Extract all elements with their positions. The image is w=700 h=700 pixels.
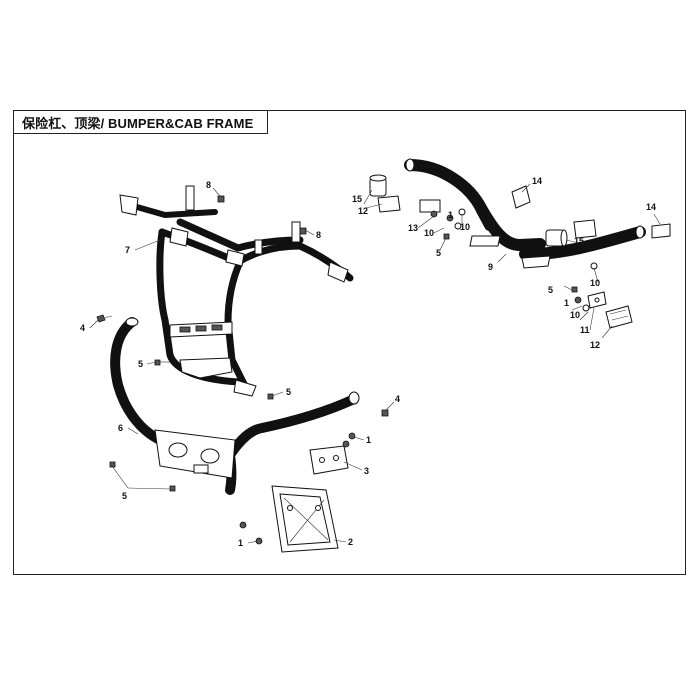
- callout-6: 6: [118, 423, 123, 433]
- callout-8-left: 8: [206, 180, 211, 190]
- callout-12-right: 12: [590, 340, 600, 350]
- callout-2: 2: [348, 537, 353, 547]
- roof-beam: [404, 158, 646, 269]
- callout-15-right: 15: [574, 236, 584, 246]
- clamp-bracket-11: [587, 291, 607, 309]
- callout-15-left: 15: [352, 194, 362, 204]
- callout-1-bracket: 1: [366, 435, 371, 445]
- callout-14-right: 14: [646, 202, 656, 212]
- front-bumper: [110, 317, 360, 495]
- callout-10-left-a: 10: [424, 228, 434, 238]
- callout-5-cab-right: 5: [286, 387, 291, 397]
- callout-10-right-a: 10: [590, 278, 600, 288]
- diagram-frame: [13, 110, 686, 575]
- callout-13: 13: [408, 223, 418, 233]
- callout-10-right-b: 10: [570, 310, 580, 320]
- callout-3: 3: [364, 466, 369, 476]
- callout-9: 9: [488, 262, 493, 272]
- callout-5-bumper: 5: [122, 491, 127, 501]
- page-title: 保险杠、顶梁/ BUMPER&CAB FRAME: [22, 115, 254, 131]
- callout-4-left: 4: [80, 323, 85, 333]
- title-box: 保险杠、顶梁/ BUMPER&CAB FRAME: [13, 110, 268, 134]
- callout-4-right: 4: [395, 394, 400, 404]
- callout-1-roof-left: 1: [448, 210, 453, 220]
- leader-lines: [89, 183, 661, 544]
- callout-12-left: 12: [358, 206, 368, 216]
- callout-11: 11: [580, 325, 590, 335]
- callout-7: 7: [125, 245, 130, 255]
- callout-5-cab: 5: [138, 359, 143, 369]
- callout-10-left-b: 10: [460, 222, 470, 232]
- rubber-pad-lower: [605, 305, 633, 329]
- callout-labels: 8 8 7 4 5 5 6 4 1 3 2 1 5 15 12 13 10 1 …: [80, 176, 656, 548]
- license-plate-frame: [271, 485, 339, 553]
- callout-1-plate: 1: [238, 538, 243, 548]
- callout-5-roof-right: 5: [548, 285, 553, 295]
- cab-frame: [119, 185, 354, 397]
- license-bracket: [309, 445, 349, 475]
- callout-8-right: 8: [316, 230, 321, 240]
- callout-5-roof-left: 5: [436, 248, 441, 258]
- callout-14-upper: 14: [532, 176, 542, 186]
- bushing-left: [369, 174, 387, 197]
- bushing-right: [545, 229, 568, 247]
- rubber-pad-right: [651, 223, 671, 239]
- clamp-bracket-12: [377, 195, 401, 213]
- rubber-pad-upper: [511, 185, 531, 209]
- callout-1-roof-right: 1: [564, 298, 569, 308]
